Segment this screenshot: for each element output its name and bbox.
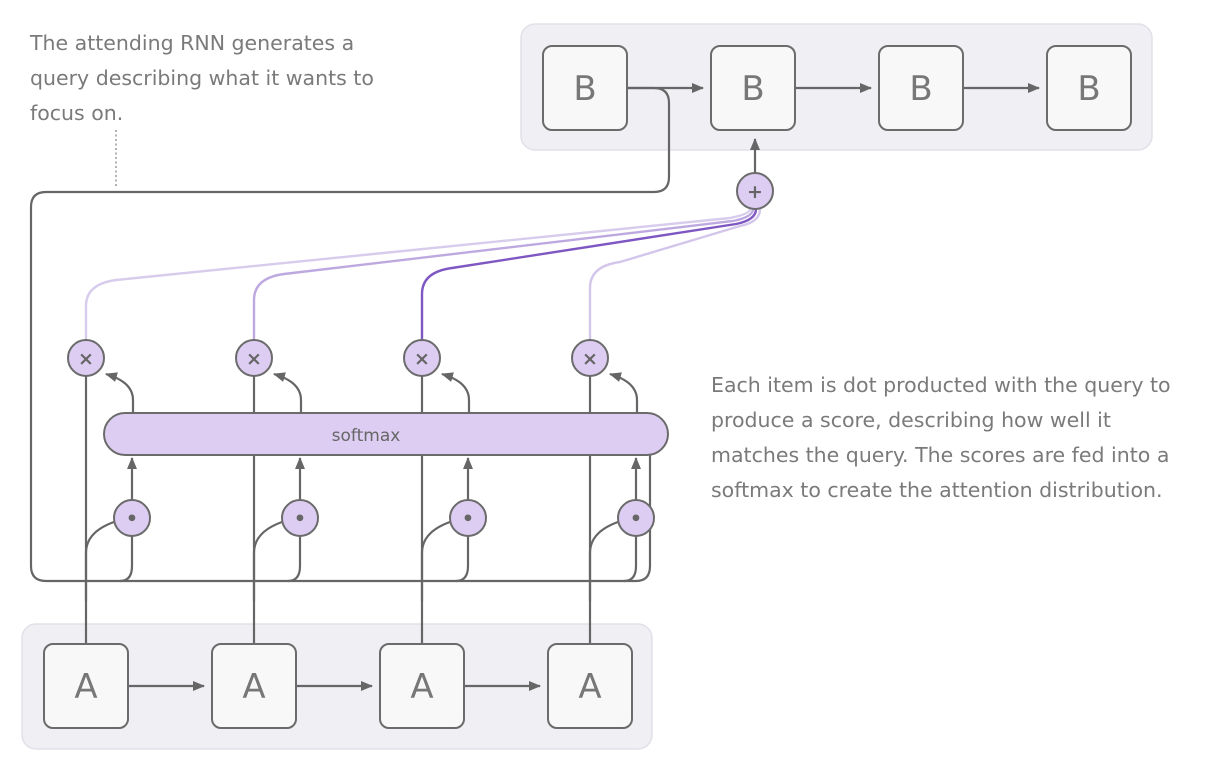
svg-text:•: • (462, 508, 474, 530)
dot-product-node: • (617, 499, 655, 537)
dot-product-node: • (281, 499, 319, 537)
value-to-dot-line (588, 520, 619, 601)
svg-text:B: B (573, 69, 596, 109)
score-annotation: Each item is dot producted with the quer… (711, 373, 1171, 502)
query-to-dot-line (287, 536, 302, 583)
value-to-dot-line (420, 520, 451, 601)
encoder-cell: A (211, 643, 297, 729)
dot-product-node: • (113, 499, 151, 537)
svg-text:×: × (246, 348, 262, 370)
query-line (29, 86, 671, 583)
attention-weight-line (588, 208, 762, 340)
decoder-cell: B (710, 45, 796, 131)
svg-text:A: A (74, 667, 97, 707)
svg-text:•: • (126, 508, 138, 530)
svg-text:+: + (747, 181, 763, 203)
decoder-cell: B (1046, 45, 1132, 131)
svg-text:B: B (909, 69, 932, 109)
value-to-dot-line (252, 520, 283, 601)
sum-node: + (736, 172, 774, 210)
svg-text:•: • (630, 508, 642, 530)
attention-weight-line (252, 208, 755, 340)
svg-text:A: A (242, 667, 265, 707)
multiply-node: × (403, 339, 441, 377)
svg-text:×: × (78, 348, 94, 370)
softmax-to-multiply-arrow (273, 372, 303, 412)
attention-weight-line (84, 208, 752, 340)
svg-text:A: A (410, 667, 433, 707)
query-annotation: The attending RNN generates a query desc… (30, 31, 374, 125)
dot-product-node: • (449, 499, 487, 537)
svg-text:A: A (578, 667, 601, 707)
softmax-label: softmax (332, 426, 401, 446)
svg-text:×: × (582, 348, 598, 370)
attention-columns: × • × • × • × • (67, 339, 655, 643)
svg-text:•: • (294, 508, 306, 530)
value-to-dot-line (84, 520, 115, 601)
query-to-dot-line (455, 536, 470, 583)
decoder-cell: B (878, 45, 964, 131)
attention-weight-line (420, 208, 758, 340)
svg-text:×: × (414, 348, 430, 370)
encoder-cell: A (547, 643, 633, 729)
softmax-to-multiply-arrow (609, 372, 639, 412)
encoder-cell: A (379, 643, 465, 729)
softmax-to-multiply-arrow (105, 372, 135, 412)
multiply-node: × (571, 339, 609, 377)
svg-text:B: B (741, 69, 764, 109)
encoder-cell: A (43, 643, 129, 729)
multiply-node: × (67, 339, 105, 377)
softmax-bar (103, 412, 669, 456)
query-to-dot-line (119, 536, 134, 583)
query-to-dot-line (623, 536, 638, 583)
softmax-to-multiply-arrow (441, 372, 471, 412)
attention-lines (84, 208, 762, 340)
multiply-node: × (235, 339, 273, 377)
decoder-cell: B (542, 45, 628, 131)
svg-text:B: B (1077, 69, 1100, 109)
